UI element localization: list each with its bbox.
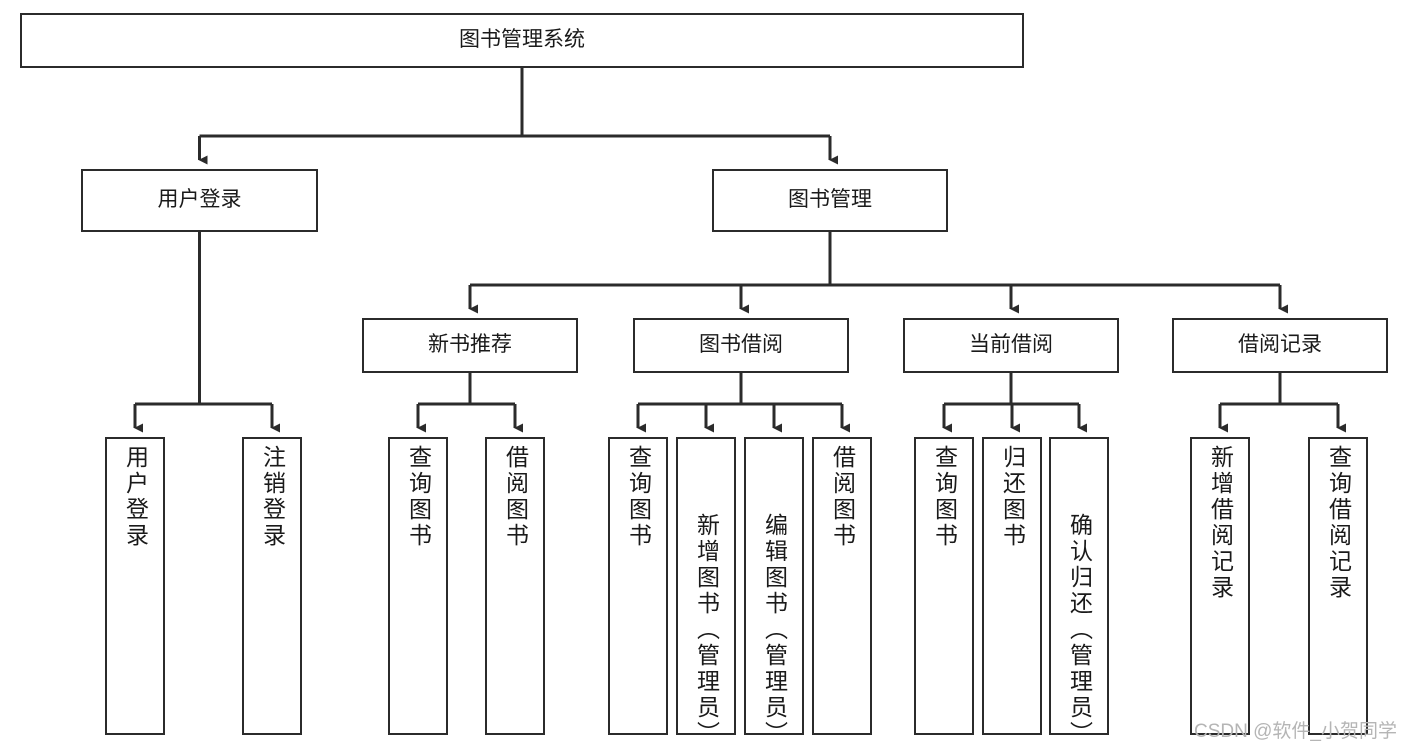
node-new-book-recommend[interactable]: 新书推荐 xyxy=(362,318,578,373)
node-leaf-query-book-3[interactable]: 查询图书 xyxy=(914,437,974,735)
node-user-login[interactable]: 用户登录 xyxy=(81,169,318,232)
node-label: 图书管理系统 xyxy=(459,28,585,52)
node-label: 借阅图书 xyxy=(502,445,529,549)
node-current-borrow[interactable]: 当前借阅 xyxy=(903,318,1119,373)
node-label: 确认归还（管理员） xyxy=(1066,513,1093,747)
node-leaf-borrow-book-1[interactable]: 借阅图书 xyxy=(485,437,545,735)
node-leaf-edit-book[interactable]: 编辑图书（管理员） xyxy=(744,437,804,747)
node-label: 借阅记录 xyxy=(1238,333,1322,357)
node-leaf-query-record[interactable]: 查询借阅记录 xyxy=(1308,437,1368,735)
node-label: 编辑图书（管理员） xyxy=(761,513,788,747)
node-leaf-query-book-1[interactable]: 查询图书 xyxy=(388,437,448,735)
node-leaf-borrow-book-2[interactable]: 借阅图书 xyxy=(812,437,872,735)
watermark-text: CSDN @软件_小贺同学 xyxy=(1194,721,1397,742)
node-leaf-add-book[interactable]: 新增图书（管理员） xyxy=(676,437,736,747)
node-label: 查询图书 xyxy=(931,445,958,549)
node-label: 查询图书 xyxy=(625,445,652,549)
node-label: 归还图书 xyxy=(999,445,1026,549)
node-label: 新书推荐 xyxy=(428,333,512,357)
node-leaf-query-book-2[interactable]: 查询图书 xyxy=(608,437,668,735)
node-label: 借阅图书 xyxy=(829,445,856,549)
node-book-borrow[interactable]: 图书借阅 xyxy=(633,318,849,373)
node-label: 图书借阅 xyxy=(699,333,783,357)
node-leaf-logout[interactable]: 注销登录 xyxy=(242,437,302,735)
node-label: 图书管理 xyxy=(788,188,872,212)
node-label: 新增借阅记录 xyxy=(1207,445,1234,601)
node-label: 查询借阅记录 xyxy=(1325,445,1352,601)
node-label: 当前借阅 xyxy=(969,333,1053,357)
node-leaf-add-record[interactable]: 新增借阅记录 xyxy=(1190,437,1250,735)
node-root[interactable]: 图书管理系统 xyxy=(20,13,1024,68)
node-label: 用户登录 xyxy=(122,445,149,549)
node-leaf-return-book[interactable]: 归还图书 xyxy=(982,437,1042,735)
node-book-manage[interactable]: 图书管理 xyxy=(712,169,948,232)
node-label: 查询图书 xyxy=(405,445,432,549)
node-label: 新增图书（管理员） xyxy=(693,513,720,747)
node-label: 注销登录 xyxy=(259,445,286,549)
node-leaf-user-login[interactable]: 用户登录 xyxy=(105,437,165,735)
node-leaf-confirm-return[interactable]: 确认归还（管理员） xyxy=(1049,437,1109,747)
node-borrow-record[interactable]: 借阅记录 xyxy=(1172,318,1388,373)
node-label: 用户登录 xyxy=(157,188,242,212)
